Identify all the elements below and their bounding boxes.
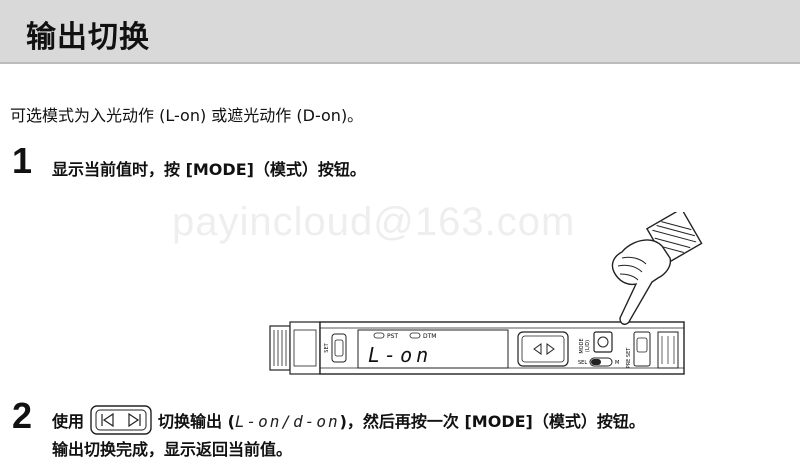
title-bar: 输出切换	[0, 0, 800, 64]
device-left-connector	[269, 321, 321, 375]
mode-button[interactable]	[593, 331, 613, 353]
right-arrow-icon	[546, 343, 555, 355]
sel-m-switch[interactable]	[589, 357, 613, 367]
intro-text: 可选模式为入光动作 (L-on) 或遮光动作 (D-on)。	[10, 106, 364, 125]
dtm-label: DTM	[423, 333, 436, 340]
step-1-number: 1	[12, 140, 33, 181]
set-button[interactable]	[331, 333, 347, 363]
pointing-hand-icon	[611, 212, 703, 325]
set-label: SET	[324, 342, 330, 352]
mode-sub-label: (L/D)	[585, 340, 591, 352]
sel-label: SEL	[578, 360, 587, 366]
step-1-text: 显示当前值时，按 [MODE]（模式）按钮。	[52, 160, 366, 179]
sensor-amplifier-device: SET PST DTM L-on MODE (L/D) SEL M PRE SE…	[269, 321, 685, 375]
device-display	[357, 329, 509, 369]
mode-label: MODE	[579, 338, 585, 353]
preset-label: PRE SET	[626, 347, 632, 369]
left-right-arrow-buttons[interactable]	[517, 331, 569, 367]
step-2-line-1: 使用 切换输出 (L-on/d-on)，然后再按一次 [MODE]（模式）按钮。	[52, 405, 645, 435]
step-2-segment-text: L-on/d-on	[234, 412, 340, 431]
dtm-indicator	[409, 332, 421, 339]
pst-indicator	[373, 332, 385, 339]
left-arrow-icon	[533, 343, 542, 355]
step-2-middle: 切换输出 (L-on/d-on)，然后再按一次 [MODE]（模式）按钮。	[158, 412, 645, 431]
display-readout: L-on	[368, 343, 432, 367]
pst-label: PST	[387, 333, 398, 340]
step-2-line-2: 输出切换完成，显示返回当前值。	[52, 440, 293, 459]
step-2-prefix: 使用	[52, 412, 85, 431]
m-label: M	[615, 360, 619, 366]
preset-button[interactable]	[633, 331, 651, 367]
left-right-arrow-buttons-icon	[90, 405, 152, 435]
step-2-number: 2	[12, 395, 33, 436]
page-title: 输出切换	[26, 20, 150, 55]
watermark: payincloud@163.com	[172, 200, 576, 244]
